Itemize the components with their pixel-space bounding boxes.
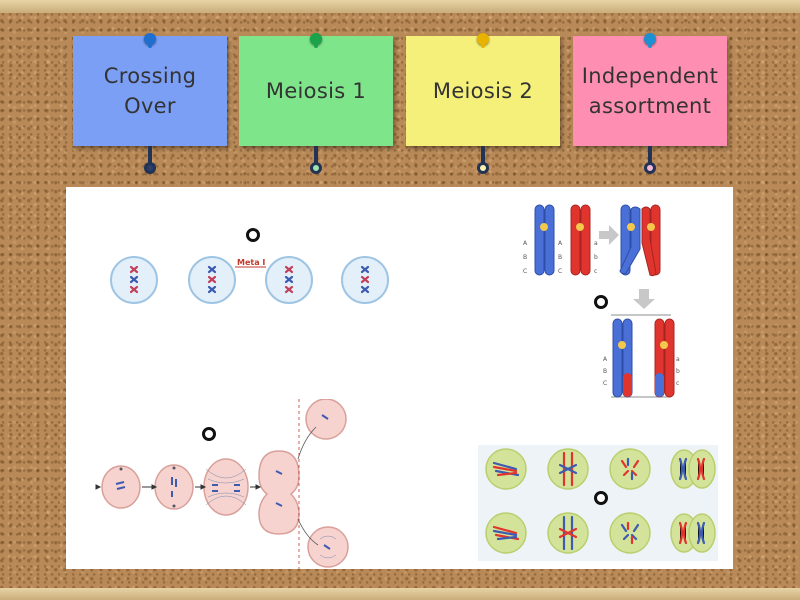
drag-handle-meiosis-2[interactable]: [477, 162, 489, 174]
locus-label: C: [603, 380, 607, 387]
locus-label: B: [558, 254, 562, 261]
locus-label: c: [594, 268, 597, 275]
card-connector: [314, 146, 318, 164]
drop-target-crossing-over[interactable]: [594, 295, 608, 309]
card-independent-assortment[interactable]: Independent assortment: [573, 33, 727, 146]
pushpin-icon: [477, 33, 489, 48]
crossing-over-chromosomes-image: A B C A B C a b c: [523, 204, 680, 398]
card-label: Independent assortment: [581, 64, 719, 118]
locus-label: C: [558, 268, 562, 275]
locus-label: C: [523, 268, 527, 275]
drag-handle-crossing-over[interactable]: [144, 162, 156, 174]
locus-label: A: [603, 356, 608, 363]
locus-label: b: [676, 368, 680, 375]
drop-target-independent-assortment[interactable]: [594, 491, 608, 505]
card-meiosis-1[interactable]: Meiosis 1: [239, 33, 393, 146]
card-connector: [481, 146, 485, 164]
drop-target-meiosis-2[interactable]: [202, 427, 216, 441]
drop-target-meiosis-1[interactable]: [246, 228, 260, 242]
corkboard-top-frame: [0, 0, 800, 13]
card-connector: [148, 146, 152, 164]
locus-label: A: [558, 240, 563, 247]
card-connector: [648, 146, 652, 164]
card-label: Meiosis 2: [432, 79, 534, 103]
locus-label: c: [676, 380, 679, 387]
pushpin-icon: [310, 33, 322, 48]
locus-label: b: [594, 254, 598, 261]
drag-handle-meiosis-1[interactable]: [310, 162, 322, 174]
card-meiosis-2[interactable]: Meiosis 2: [406, 33, 560, 146]
meiosis-1-cells-image: Meta I: [110, 256, 389, 304]
meta-i-label: Meta I: [237, 258, 265, 267]
locus-label: B: [603, 368, 607, 375]
diagram-board: Meta I A B C A B C a b c: [66, 187, 733, 569]
pushpin-icon: [144, 33, 156, 48]
corkboard-bottom-frame: [0, 588, 800, 600]
locus-label: A: [523, 240, 528, 247]
card-crossing-over[interactable]: Crossing Over: [73, 33, 227, 146]
drag-handle-independent-assortment[interactable]: [644, 162, 656, 174]
locus-label: B: [523, 254, 527, 261]
locus-label: a: [676, 356, 680, 363]
card-label: Crossing Over: [103, 64, 197, 118]
pushpin-icon: [644, 33, 656, 48]
locus-label: a: [594, 240, 598, 247]
card-label: Meiosis 1: [265, 79, 367, 103]
meiosis-2-division-image: [95, 399, 349, 569]
